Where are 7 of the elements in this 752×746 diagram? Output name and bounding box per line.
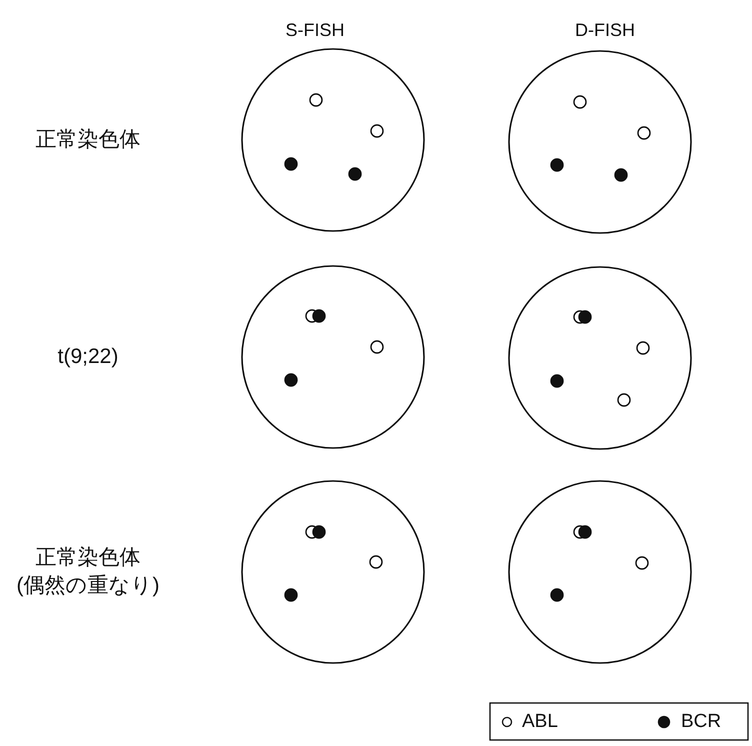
row-label: 正常染色体 (34, 127, 142, 153)
column-heading: D-FISH (575, 20, 635, 40)
column-heading: S-FISH (286, 20, 345, 40)
legend-label: ABL (522, 711, 558, 733)
row-label: t(9;22) (56, 344, 120, 370)
legend-label: BCR (681, 711, 722, 733)
row-label: 正常染色体(偶然の重なり) (16, 544, 160, 599)
